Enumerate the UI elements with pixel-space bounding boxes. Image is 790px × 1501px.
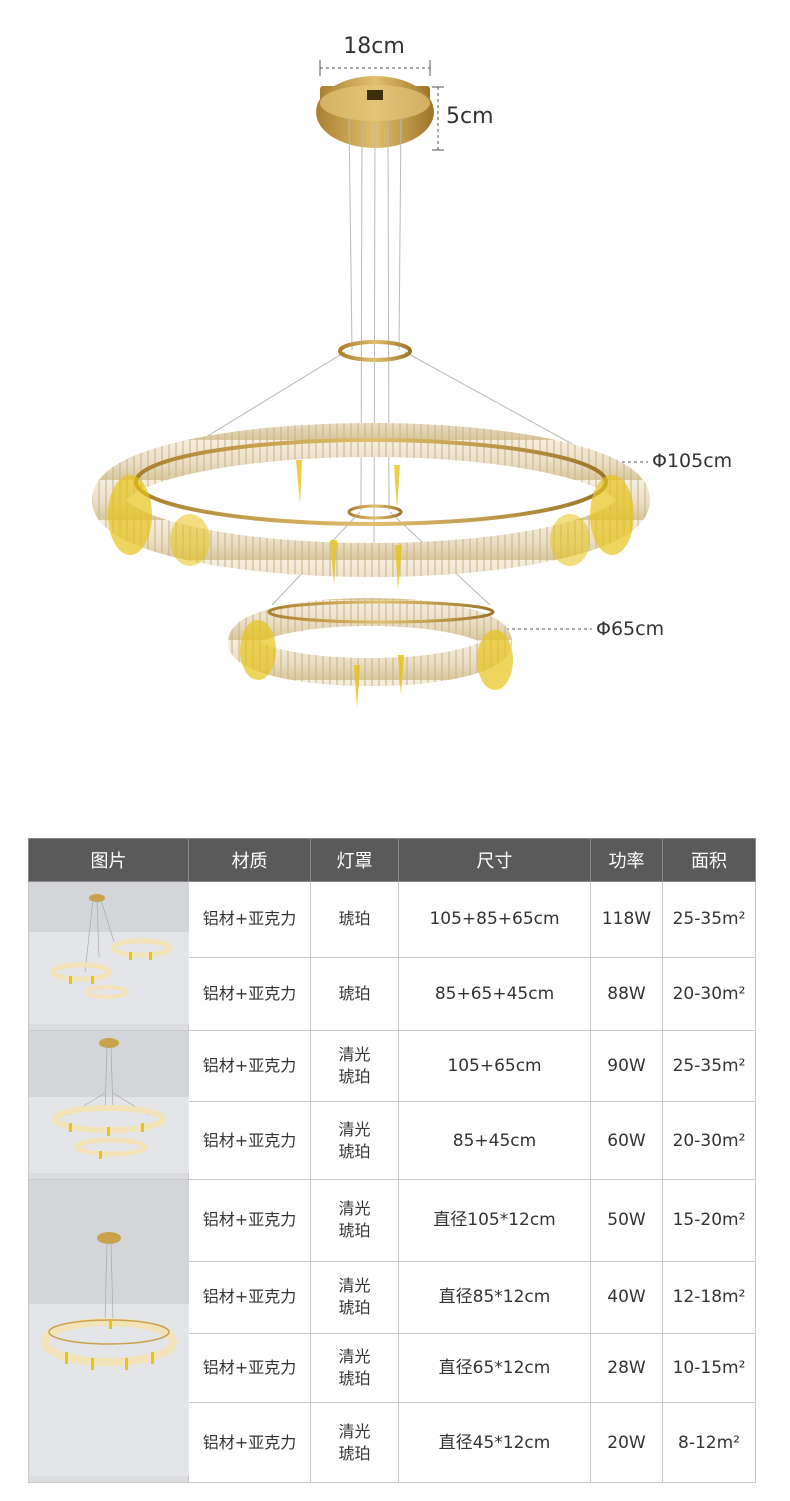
table-row: 铝材+亚克力 清光 琥珀 直径65*12cm 28W 10-15m² bbox=[29, 1332, 756, 1404]
three-ring-chandelier-thumbnail bbox=[28, 881, 189, 1031]
size-cell: 85+65+45cm bbox=[398, 956, 591, 1032]
canopy-width-label: 18cm bbox=[343, 34, 405, 59]
shade-cell: 琥珀 bbox=[310, 956, 399, 1032]
table-row: 铝材+亚克力 琥珀 85+65+45cm 88W 20-30m² bbox=[29, 956, 756, 1032]
shade-label-line-2: 琥珀 bbox=[338, 1141, 371, 1161]
power-cell: 90W bbox=[590, 1029, 663, 1103]
area-cell: 12-18m² bbox=[662, 1260, 756, 1334]
size-cell: 直径105*12cm bbox=[398, 1179, 591, 1262]
area-cell: 25-35m² bbox=[662, 881, 756, 958]
header-area: 面积 bbox=[662, 838, 756, 882]
shade-cell: 清光 琥珀 bbox=[310, 1260, 399, 1334]
table-row: 铝材+亚克力 清光 琥珀 105+65cm 90W 25-35m² bbox=[28, 1029, 756, 1180]
power-cell: 28W bbox=[590, 1332, 663, 1404]
area-cell: 10-15m² bbox=[662, 1332, 756, 1404]
shade-label: 琥珀 bbox=[338, 983, 371, 1003]
inner-ring-diameter-label: Φ65cm bbox=[596, 618, 665, 640]
power-cell: 60W bbox=[590, 1101, 663, 1180]
shade-label-line-1: 清光 bbox=[338, 1276, 371, 1296]
power-cell: 88W bbox=[590, 956, 663, 1032]
shade-cell: 清光 琥珀 bbox=[310, 1179, 399, 1262]
header-size: 尺寸 bbox=[398, 838, 591, 882]
table-row: 铝材+亚克力 清光 琥珀 85+45cm 60W 20-30m² bbox=[29, 1101, 756, 1180]
header-shade: 灯罩 bbox=[310, 838, 399, 882]
hub-ring bbox=[338, 340, 412, 362]
header-picture: 图片 bbox=[28, 838, 189, 882]
two-ring-chandelier-thumbnail bbox=[28, 1030, 189, 1180]
power-cell: 118W bbox=[590, 881, 663, 958]
header-material: 材质 bbox=[188, 838, 311, 882]
material-cell: 铝材+亚克力 bbox=[188, 881, 311, 958]
outer-ring-diameter-label: Φ105cm bbox=[652, 450, 733, 472]
canopy-width-dimension bbox=[319, 60, 431, 76]
shade-label-line-2: 琥珀 bbox=[338, 1298, 371, 1318]
power-cell: 20W bbox=[590, 1402, 663, 1483]
two-ring-thumbnail-image bbox=[29, 1031, 189, 1173]
table-row: 铝材+亚克力 琥珀 105+85+65cm 118W 25-35m² bbox=[28, 881, 756, 1031]
material-cell: 铝材+亚克力 bbox=[188, 1101, 311, 1180]
area-cell: 8-12m² bbox=[662, 1402, 756, 1483]
area-cell: 20-30m² bbox=[662, 956, 756, 1032]
shade-label-line-1: 清光 bbox=[338, 1119, 371, 1139]
shade-cell: 清光 琥珀 bbox=[310, 1101, 399, 1180]
shade-cell: 琥珀 bbox=[310, 881, 399, 958]
shade-label-line-1: 清光 bbox=[338, 1199, 371, 1219]
power-cell: 40W bbox=[590, 1260, 663, 1334]
inner-hub-ring bbox=[347, 504, 403, 520]
area-cell: 20-30m² bbox=[662, 1101, 756, 1180]
shade-cell: 清光 琥珀 bbox=[310, 1402, 399, 1483]
material-cell: 铝材+亚克力 bbox=[188, 956, 311, 1032]
size-cell: 直径45*12cm bbox=[398, 1402, 591, 1483]
shade-label-line-2: 琥珀 bbox=[338, 1221, 371, 1241]
shade-label-line-2: 琥珀 bbox=[338, 1443, 371, 1463]
area-cell: 25-35m² bbox=[662, 1029, 756, 1103]
shade-label-line-2: 琥珀 bbox=[338, 1368, 371, 1388]
shade-cell: 清光 琥珀 bbox=[310, 1029, 399, 1103]
inner-ring bbox=[228, 598, 513, 708]
single-ring-thumbnail-image bbox=[29, 1180, 189, 1476]
size-cell: 105+65cm bbox=[398, 1029, 591, 1103]
size-cell: 直径85*12cm bbox=[398, 1260, 591, 1334]
chandelier-illustration bbox=[92, 60, 650, 708]
material-cell: 铝材+亚克力 bbox=[188, 1179, 311, 1262]
table-row: 铝材+亚克力 清光 琥珀 直径85*12cm 40W 12-18m² bbox=[29, 1260, 756, 1334]
canopy-height-dimension bbox=[432, 86, 444, 151]
header-power: 功率 bbox=[590, 838, 663, 882]
table-row: 铝材+亚克力 清光 琥珀 直径105*12cm 50W 15-20m² bbox=[28, 1179, 756, 1483]
shade-label-line-1: 清光 bbox=[338, 1045, 371, 1065]
shade-label-line-1: 清光 bbox=[338, 1421, 371, 1441]
canopy-height-label: 5cm bbox=[446, 104, 494, 129]
material-cell: 铝材+亚克力 bbox=[188, 1260, 311, 1334]
single-ring-chandelier-thumbnail bbox=[28, 1179, 189, 1483]
material-cell: 铝材+亚克力 bbox=[188, 1029, 311, 1103]
shade-label-line-2: 琥珀 bbox=[338, 1067, 371, 1087]
ceiling-canopy bbox=[316, 76, 434, 148]
size-cell: 85+45cm bbox=[398, 1101, 591, 1180]
spec-table: 图片 材质 灯罩 尺寸 功率 面积 bbox=[28, 838, 756, 1483]
shade-label: 琥珀 bbox=[338, 909, 371, 929]
shade-label-line-1: 清光 bbox=[338, 1346, 371, 1366]
material-cell: 铝材+亚克力 bbox=[188, 1332, 311, 1404]
table-header-row: 图片 材质 灯罩 尺寸 功率 面积 bbox=[28, 838, 756, 882]
outer-ring bbox=[92, 423, 650, 590]
shade-cell: 清光 琥珀 bbox=[310, 1332, 399, 1404]
power-cell: 50W bbox=[590, 1179, 663, 1262]
table-row: 铝材+亚克力 清光 琥珀 直径45*12cm 20W 8-12m² bbox=[29, 1402, 756, 1483]
material-cell: 铝材+亚克力 bbox=[188, 1402, 311, 1483]
size-cell: 105+85+65cm bbox=[398, 881, 591, 958]
area-cell: 15-20m² bbox=[662, 1179, 756, 1262]
size-cell: 直径65*12cm bbox=[398, 1332, 591, 1404]
three-ring-thumbnail-image bbox=[29, 882, 189, 1024]
